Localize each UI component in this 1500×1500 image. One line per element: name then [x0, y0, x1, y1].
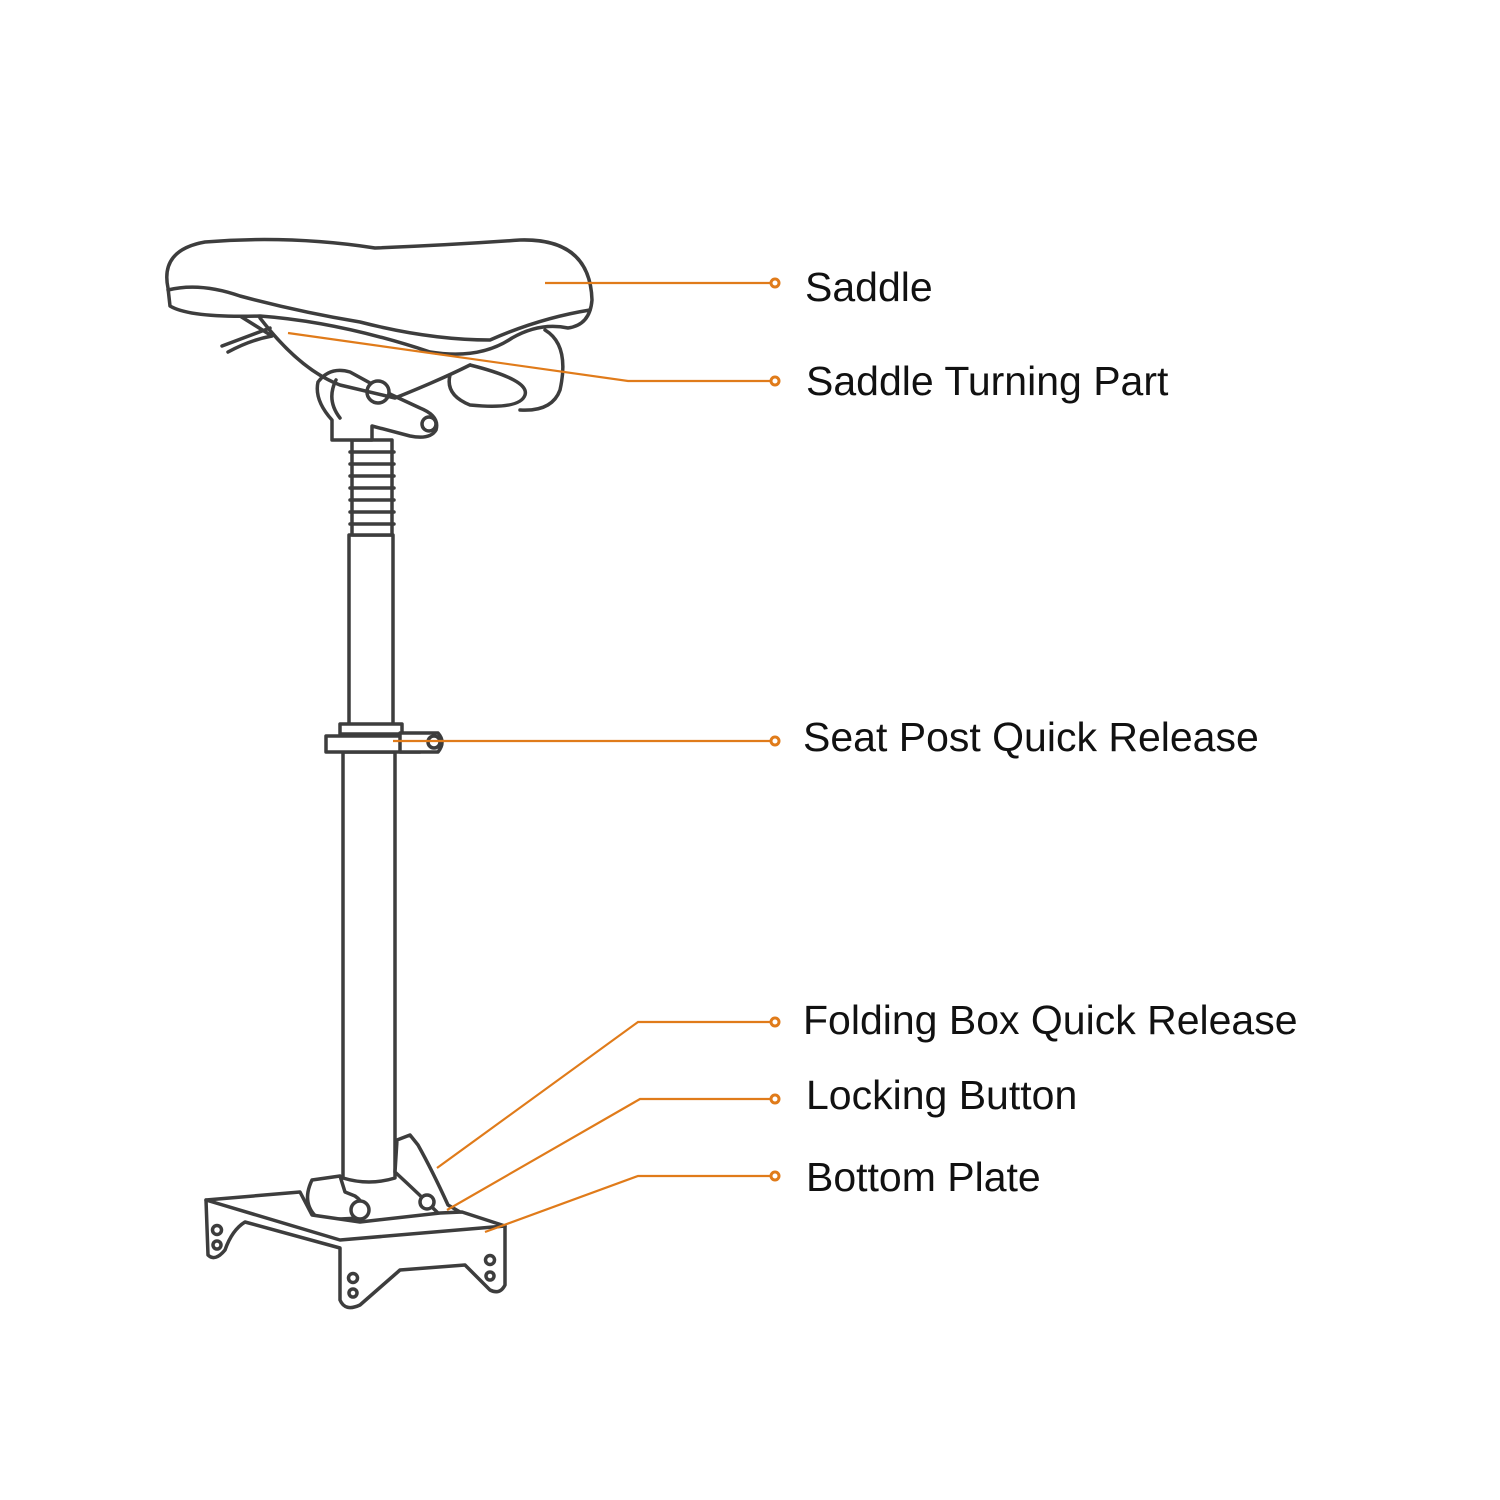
leader-saddle-turning-part	[287, 331, 781, 387]
leader-locking-button	[446, 1093, 781, 1211]
label-saddle-turning-part: Saddle Turning Part	[806, 358, 1169, 404]
upper-tube	[347, 533, 395, 730]
label-saddle: Saddle	[805, 264, 933, 310]
folding-box	[305, 1133, 462, 1222]
lower-tube	[341, 750, 397, 1184]
label-seat-post-quick-release: Seat Post Quick Release	[803, 714, 1259, 760]
leader-folding-box-quick-release	[436, 1016, 781, 1169]
label-bottom-plate: Bottom Plate	[806, 1154, 1041, 1200]
seat-post-clamp	[324, 722, 444, 754]
saddle-shape	[165, 237, 594, 356]
saddle-rails	[220, 314, 565, 412]
bottom-plate-shape	[204, 1190, 507, 1310]
leader-bottom-plate	[484, 1170, 781, 1234]
saddle-clamp	[315, 368, 439, 442]
label-locking-button: Locking Button	[806, 1072, 1077, 1118]
leader-seat-post-quick-release	[393, 735, 781, 747]
leader-saddle	[545, 277, 781, 289]
label-folding-box-quick-release: Folding Box Quick Release	[803, 997, 1298, 1043]
suspension-spring	[348, 438, 396, 537]
